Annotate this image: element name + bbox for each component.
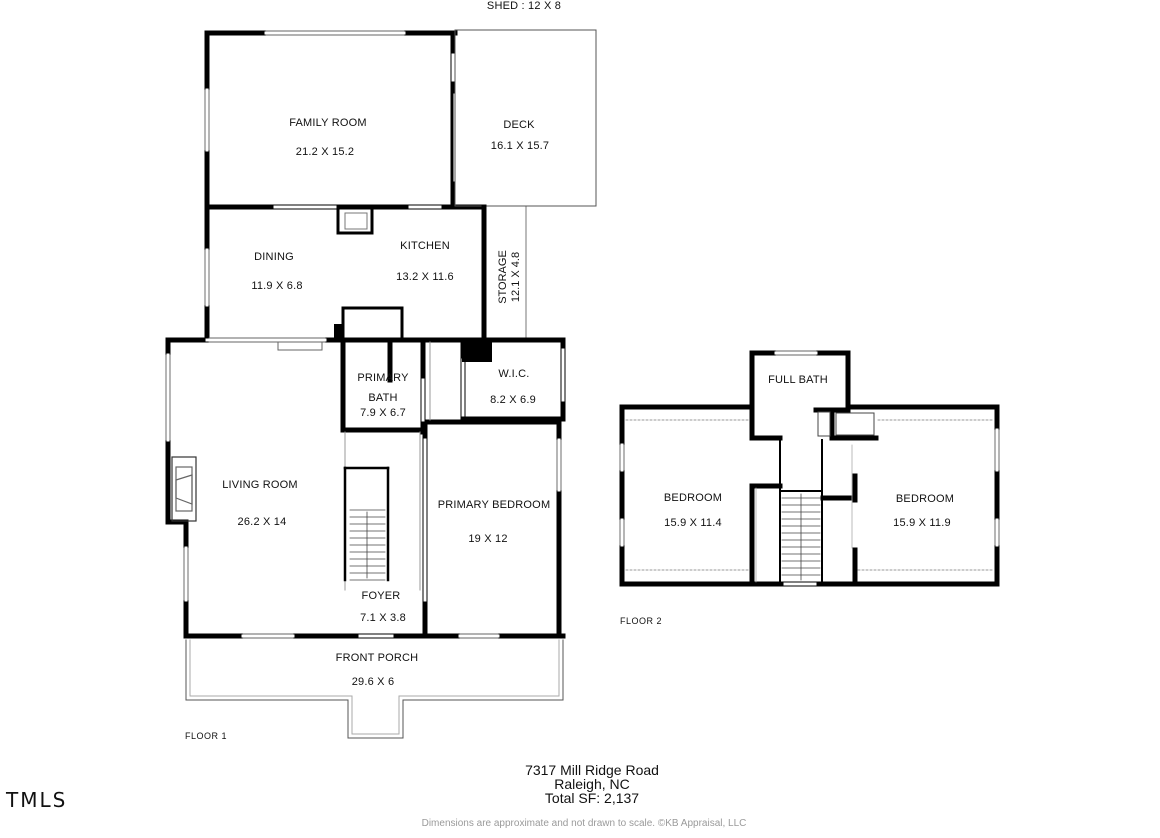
bedroom-right-name: BEDROOM [895,493,955,505]
dining-dim: 11.9 X 6.8 [251,280,303,292]
family-room-name: FAMILY ROOM [289,117,367,129]
deck-name: DECK [503,119,535,131]
primary-bath-name-1: PRIMARY [357,372,409,384]
kitchen-name: KITCHEN [400,240,450,252]
deck-outline [454,29,597,207]
front-porch-name: FRONT PORCH [335,652,419,664]
stairs-floor2 [779,439,823,585]
address-total-sf: Total SF: 2,137 [544,790,640,806]
dining-name: DINING [254,251,294,263]
primary-bath-name-2: BATH [368,392,398,404]
address-street: 7317 Mill Ridge Road [525,762,659,778]
tmls-logo: TMLS [6,788,68,812]
front-porch-outline [185,639,564,739]
floor2-label: FLOOR 2 [620,616,663,626]
foyer-dim: 7.1 X 3.8 [360,612,406,624]
deck-dim: 16.1 X 15.7 [490,140,550,152]
foyer-name: FOYER [361,590,401,602]
family-room-dim: 21.2 X 15.2 [295,146,355,158]
address-city: Raleigh, NC [554,776,630,792]
stairs-floor1 [343,466,390,582]
bedroom-left-name: BEDROOM [663,492,723,504]
primary-bedroom-name: PRIMARY BEDROOM [437,499,551,511]
bedroom-left-dim: 15.9 X 11.4 [664,517,722,529]
bedroom-right-dim: 15.9 X 11.9 [893,517,951,529]
wic-name: W.I.C. [498,368,530,380]
storage-label: STORAGE 12.1 X 4.8 [497,250,523,304]
kitchen-dim: 13.2 X 11.6 [396,271,454,283]
floor2-walls [619,350,1000,587]
shed-label: SHED : 12 X 8 [486,0,562,12]
front-porch-dim: 29.6 X 6 [351,676,395,688]
storage-name: STORAGE [497,250,509,304]
wic-dim: 8.2 X 6.9 [490,394,536,406]
primary-bath-dim: 7.9 X 6.7 [360,407,406,419]
primary-bedroom-dim: 19 X 12 [468,533,508,545]
living-room-dim: 26.2 X 14 [237,516,287,528]
fireplace [171,456,197,522]
floor1-label: FLOOR 1 [185,731,228,741]
full-bath-name: FULL BATH [768,374,828,386]
storage-dim: 12.1 X 4.8 [510,251,522,303]
living-room-name: LIVING ROOM [222,479,298,491]
address-block: 7317 Mill Ridge Road Raleigh, NC Total S… [525,763,659,805]
disclaimer: Dimensions are approximate and not drawn… [421,818,747,829]
